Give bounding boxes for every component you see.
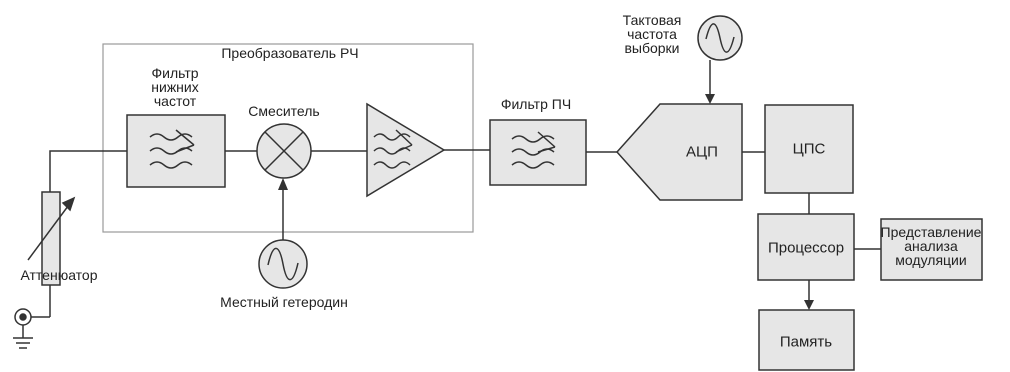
memory-box bbox=[758, 309, 855, 371]
sample-clock-label-line-1: Тактовая bbox=[622, 12, 682, 28]
adc-label: АЦП bbox=[686, 143, 718, 161]
modulation-display-label-line-3: модуляции bbox=[895, 252, 967, 268]
sample-clock-label-line-3: выборки bbox=[624, 40, 680, 56]
amplifier-filter-icon bbox=[373, 129, 413, 169]
lowpass-filter-label-line-3: частот bbox=[153, 93, 197, 109]
dsp-label: ЦПС bbox=[792, 140, 826, 158]
rf-converter-title: Преобразователь РЧ bbox=[221, 45, 359, 61]
sample-clock-label-line-2: частота bbox=[627, 26, 677, 42]
local-oscillator-label: Местный гетеродин bbox=[220, 294, 348, 310]
ground-icon bbox=[13, 337, 33, 349]
sample-clock-label: Тактовая частота выборки bbox=[623, 13, 682, 55]
lowpass-filter-box bbox=[126, 114, 226, 188]
dsp-box bbox=[764, 104, 854, 194]
memory-label: Память bbox=[779, 333, 833, 351]
mixer-label: Смеситель bbox=[248, 103, 320, 119]
modulation-display-label-line-2: анализа bbox=[904, 238, 958, 254]
lowpass-filter-label-line-1: Фильтр bbox=[151, 65, 199, 81]
if-filter-label: Фильтр ПЧ bbox=[500, 96, 572, 112]
processor-label: Процессор bbox=[767, 239, 845, 257]
amplifier-icon bbox=[366, 102, 446, 198]
modulation-display-label: Представление анализа модуляции bbox=[881, 225, 982, 267]
modulation-display-box bbox=[880, 218, 983, 281]
rf-converter-frame bbox=[102, 43, 474, 233]
adc-shape bbox=[615, 103, 743, 201]
lowpass-filter-label: Фильтр нижних частот bbox=[151, 66, 198, 108]
lowpass-filter-icon bbox=[149, 129, 195, 169]
if-filter-box bbox=[489, 119, 587, 186]
attenuator-icon bbox=[41, 191, 61, 286]
attenuator-label: Аттенюатор bbox=[20, 267, 98, 283]
modulation-display-label-line-1: Представление bbox=[880, 224, 982, 240]
lowpass-filter-label-line-2: нижних bbox=[151, 79, 199, 95]
if-filter-icon bbox=[511, 131, 556, 169]
processor-box bbox=[757, 213, 855, 281]
